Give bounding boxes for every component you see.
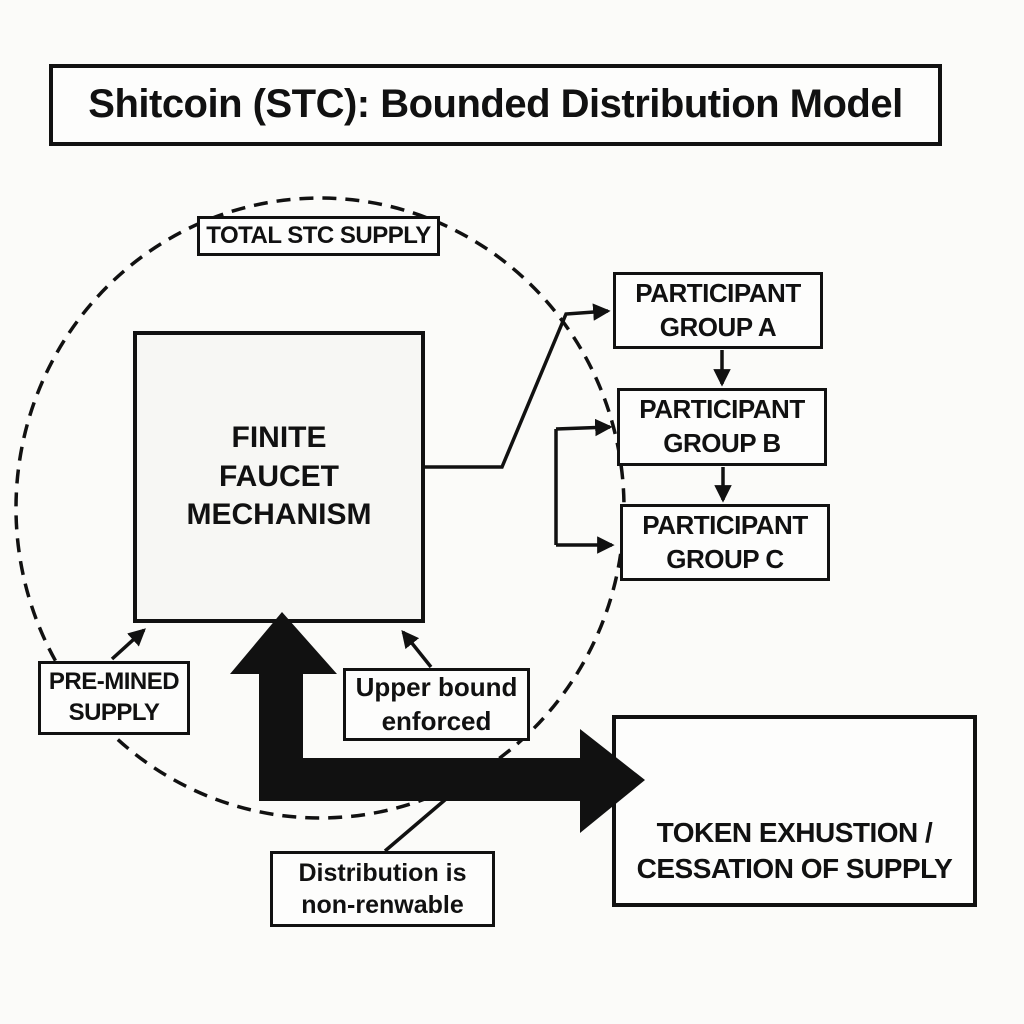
participant-group-a-box: PARTICIPANT GROUP A bbox=[613, 272, 823, 349]
total-supply-label-text: TOTAL STC SUPPLY bbox=[206, 221, 431, 249]
premined-to-faucet-arrow bbox=[110, 628, 146, 661]
total-supply-label: TOTAL STC SUPPLY bbox=[197, 216, 440, 256]
token-exhaustion-label: TOKEN EXHUSTION / CESSATION OF SUPPLY bbox=[636, 817, 953, 885]
faucet-to-group-a-arrow bbox=[425, 303, 611, 469]
title-box: Shitcoin (STC): Bounded Distribution Mod… bbox=[49, 64, 942, 146]
finite-faucet-label: FINITE FAUCET MECHANISM bbox=[186, 421, 372, 532]
participant-group-c-box: PARTICIPANT GROUP C bbox=[620, 504, 830, 581]
participant-group-b-box: PARTICIPANT GROUP B bbox=[617, 388, 827, 466]
non-renewable-leader-line bbox=[383, 797, 448, 853]
bracket-to-group-b-arrow bbox=[555, 418, 613, 437]
non-renewable-box: Distribution is non-renwable bbox=[270, 851, 495, 927]
pre-mined-supply-box: PRE-MINED SUPPLY bbox=[38, 661, 190, 735]
token-exhaustion-box: TOKEN EXHUSTION / CESSATION OF SUPPLY bbox=[612, 715, 977, 907]
upper-bound-box: Upper bound enforced bbox=[343, 668, 530, 741]
upper-bound-to-faucet-arrow bbox=[401, 629, 433, 669]
upper-bound-label: Upper bound enforced bbox=[355, 672, 518, 736]
participant-group-b-label: PARTICIPANT GROUP B bbox=[639, 394, 805, 458]
participant-group-c-label: PARTICIPANT GROUP C bbox=[642, 509, 808, 574]
finite-faucet-box: FINITE FAUCET MECHANISM bbox=[133, 331, 425, 623]
non-renewable-label: Distribution is non-renwable bbox=[298, 859, 467, 919]
pre-mined-supply-label: PRE-MINED SUPPLY bbox=[48, 668, 180, 726]
page-title: Shitcoin (STC): Bounded Distribution Mod… bbox=[88, 82, 903, 127]
participant-group-a-label: PARTICIPANT GROUP A bbox=[635, 277, 801, 342]
